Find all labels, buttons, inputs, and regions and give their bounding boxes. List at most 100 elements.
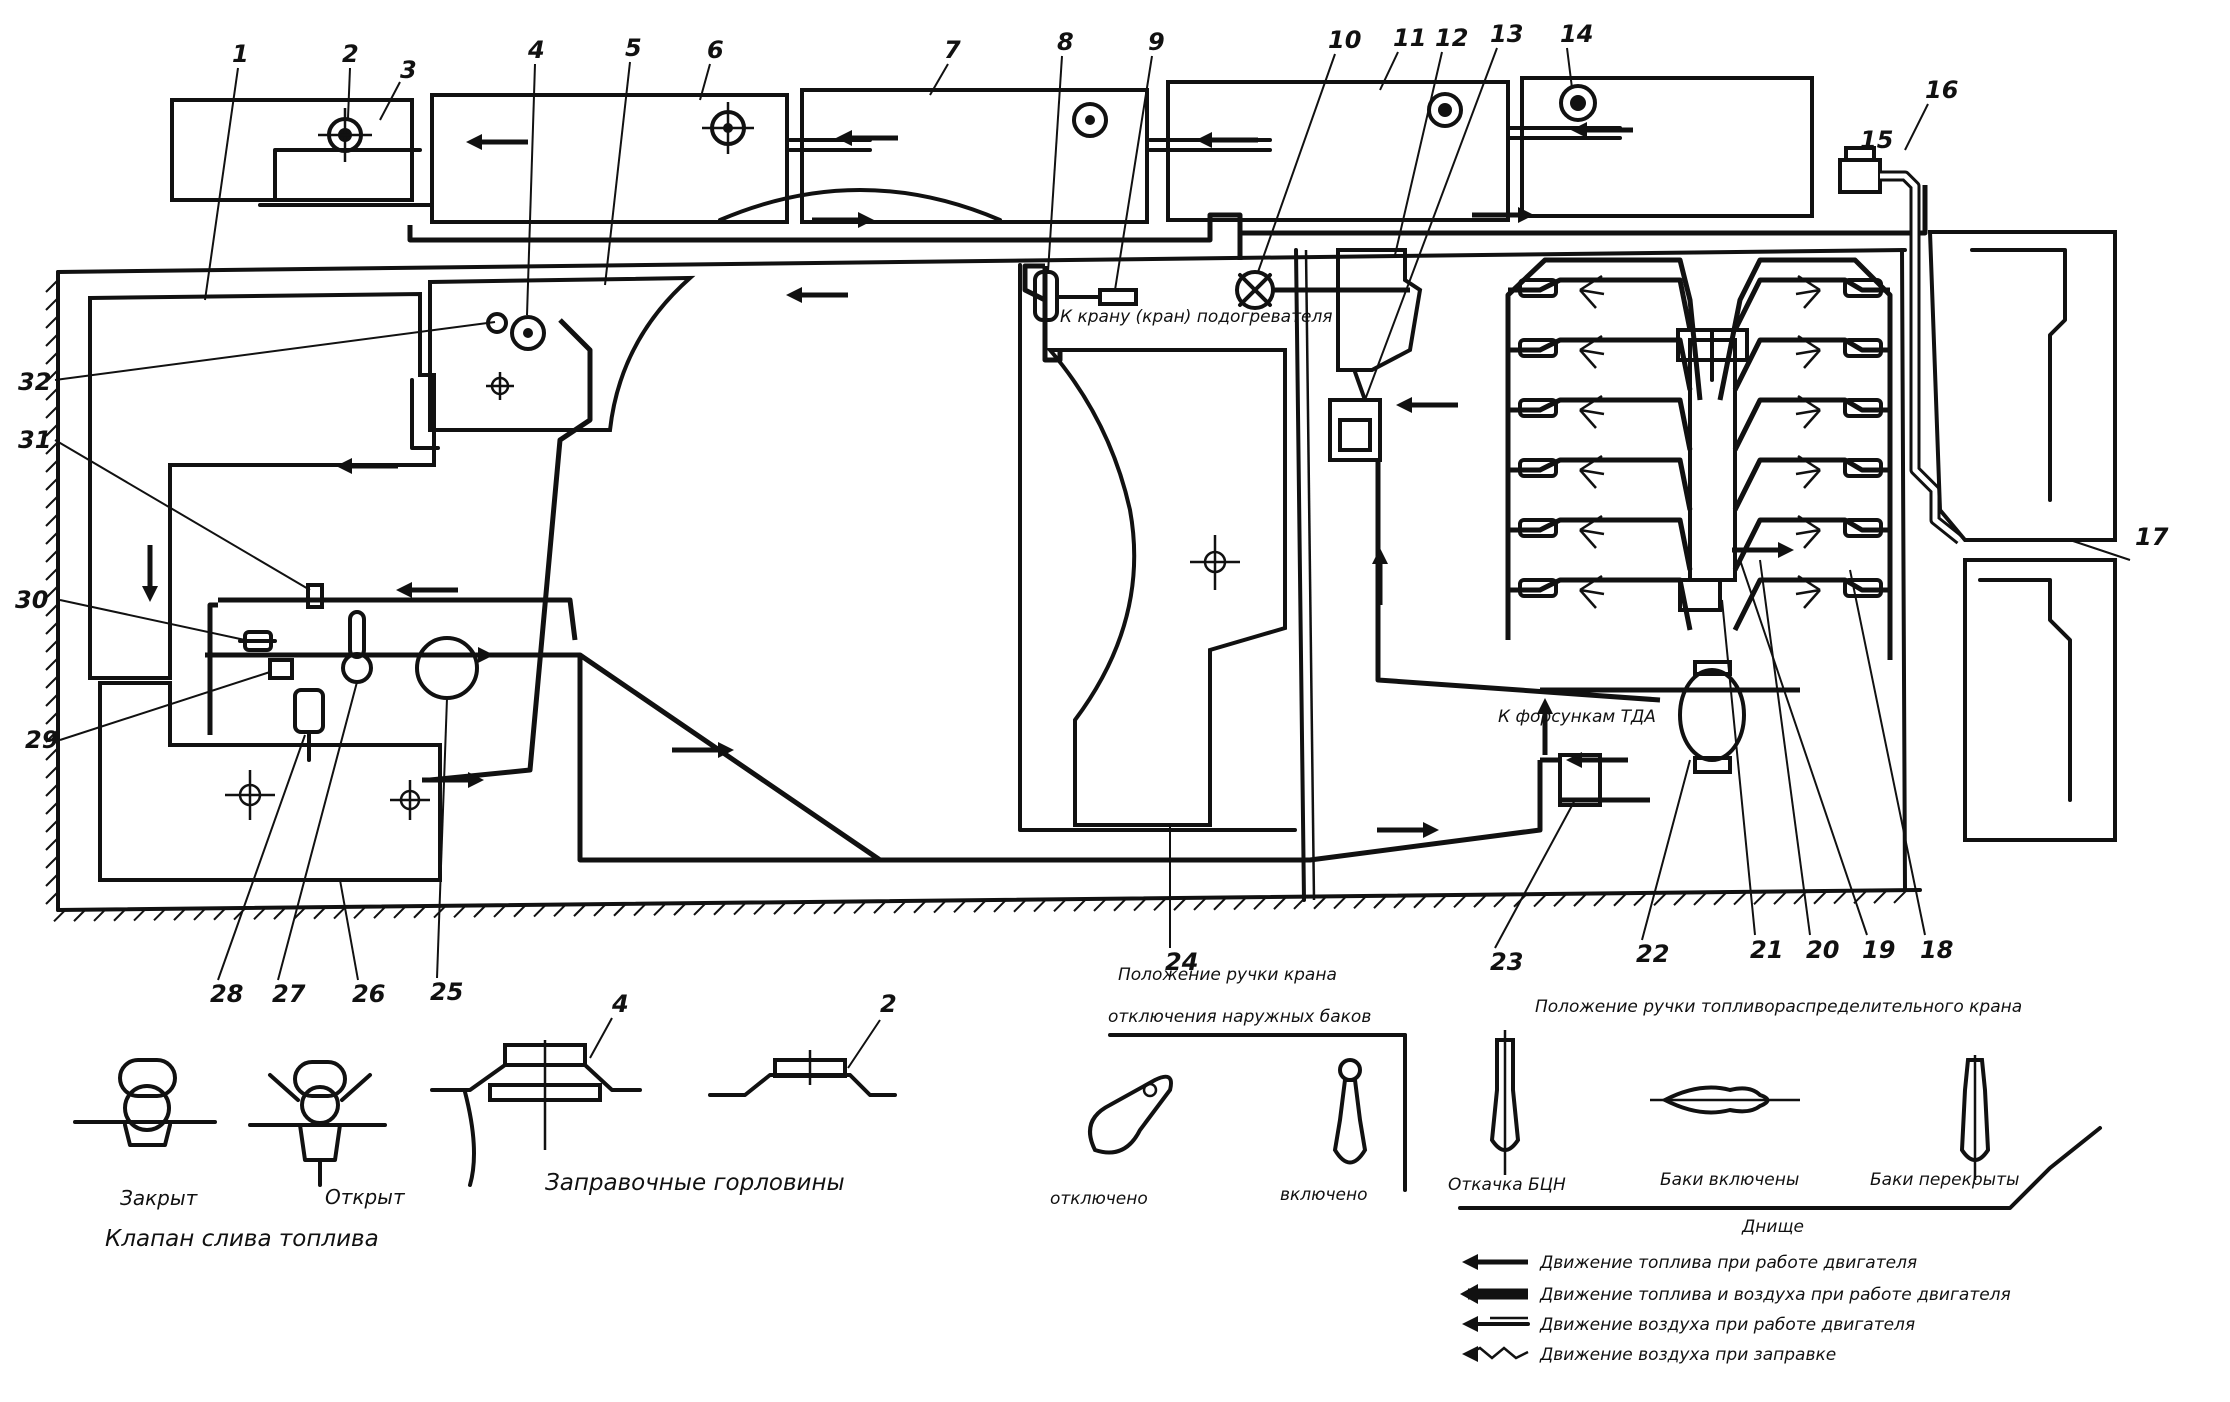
element-21-pump: [1678, 578, 1722, 612]
injector-right-4: [1732, 454, 1890, 512]
callout-24: 24: [1165, 948, 1198, 976]
fender-tank-6: [430, 93, 789, 224]
central-tank-24: [1045, 348, 1287, 827]
fender-tanks-row: [170, 76, 1814, 224]
injector-right-5: [1732, 514, 1890, 572]
injector-right-3: [1732, 394, 1890, 452]
external-tank-valve-panel: Положение ручки крана отключения наружны…: [1050, 965, 1407, 1209]
element-31-breather: [306, 583, 324, 609]
callout-6: 6: [707, 36, 724, 64]
valve-state-off-label: отключено: [1050, 1189, 1148, 1209]
callout-23: 23: [1490, 948, 1523, 976]
drain-valve-caption: Клапан слива топлива: [105, 1226, 379, 1252]
callout-1: 1: [232, 40, 249, 68]
callout-12: 12: [1435, 24, 1468, 52]
drain-valve-open-drawing: [248, 1060, 387, 1187]
legend-label-1: Движение топлива и воздуха при работе дв…: [1539, 1285, 2011, 1305]
flow-arrows: [142, 122, 1794, 838]
fender-tank-7: [800, 88, 1149, 224]
callout-numbers: 1 2 3 4 5 6 7 8 9 10 11 12 13 14 15 16 1…: [15, 20, 2169, 1008]
injector-left-3: [1508, 394, 1693, 451]
injector-right-2: [1732, 334, 1890, 392]
callout-8: 8: [1057, 28, 1074, 56]
central-tank-shell: [1018, 263, 1297, 832]
callout-25: 25: [430, 978, 463, 1006]
callout-18: 18: [1920, 936, 1953, 964]
callout-4: 4: [527, 36, 545, 64]
element-15-breather: [1838, 146, 1882, 194]
legend-item-air-refuel: Движение воздуха при заправке: [1462, 1345, 1836, 1365]
callout-20: 20: [1806, 936, 1839, 964]
flow-arrow: [1396, 397, 1458, 413]
filler-neck-callout-4: 4: [611, 990, 629, 1018]
element-12-fuel-tank: [1330, 248, 1423, 372]
element-27-manual-pump: [341, 610, 373, 684]
element-22-fuel-filter: [1678, 660, 1746, 774]
filler-neck-7: [1072, 102, 1108, 138]
callout-10: 10: [1328, 26, 1361, 54]
callout-27: 27: [272, 980, 306, 1008]
handle-tanks-on-label: Баки включены: [1660, 1170, 1799, 1190]
flow-arrow: [336, 458, 398, 474]
callout-2: 2: [342, 40, 359, 68]
floor-line: [1458, 1126, 2102, 1210]
filler-necks-detail: 4 2 Заправочные горловины: [430, 990, 897, 1196]
flow-arrow: [1472, 207, 1534, 223]
injector-left-5: [1508, 514, 1693, 571]
drain-valve-open-label: Открыт: [325, 1185, 406, 1209]
callout-31: 31: [18, 426, 51, 454]
callout-17: 17: [2135, 523, 2169, 551]
flow-arrow: [396, 582, 458, 598]
distributor-valve-panel: Положение ручки топливораспределительног…: [1448, 997, 2102, 1237]
legend-item-fuel: Движение топлива при работе двигателя: [1462, 1253, 1917, 1273]
element-13-hand-pump: [1328, 370, 1661, 703]
filler-neck-detail-1: [430, 1017, 642, 1187]
injector-left-4: [1508, 454, 1693, 511]
filler-neck-11: [1427, 92, 1463, 128]
callout-5: 5: [625, 34, 642, 62]
callout-11: 11: [1393, 24, 1426, 52]
legend-item-fuel-air: Движение топлива и воздуха при работе дв…: [1460, 1284, 2011, 1305]
flow-arrow: [1732, 542, 1794, 558]
flow-arrow: [1566, 752, 1628, 768]
injector-left-6: [1508, 574, 1693, 631]
element-9-branch: [1055, 288, 1138, 306]
valve-handle-on-drawing: [1332, 1058, 1368, 1165]
fender-tank-14: [1520, 76, 1814, 218]
legend-label-0: Движение топлива при работе двигателя: [1539, 1253, 1917, 1273]
flow-arrow: [466, 134, 528, 150]
leader-lines: [54, 47, 1929, 981]
internal-tank-26: [98, 681, 442, 882]
callout-19: 19: [1862, 936, 1895, 964]
flow-arrow: [1377, 822, 1439, 838]
element-30-valve: [238, 630, 277, 652]
callout-15: 15: [1860, 126, 1893, 154]
fender-arch: [718, 188, 1002, 222]
legend-item-air-engine: Движение воздуха при работе двигателя: [1462, 1315, 1915, 1335]
flow-arrow: [786, 287, 848, 303]
callout-3: 3: [400, 56, 417, 84]
flow-arrow-vertical: [142, 545, 158, 602]
top-collector-pipe: [407, 185, 1928, 243]
filler-necks-caption: Заправочные горловины: [545, 1170, 845, 1196]
legend-label-2: Движение воздуха при работе двигателя: [1539, 1315, 1915, 1335]
flow-arrow-vertical: [1537, 698, 1553, 755]
injector-left-2: [1508, 334, 1693, 391]
valve-handle-off-drawing: [1088, 1074, 1173, 1155]
flow-arrow-vertical: [1372, 548, 1388, 605]
callout-26: 26: [352, 980, 385, 1008]
callout-28: 28: [210, 980, 243, 1008]
element-29-tee: [268, 658, 294, 680]
handle-tanks-on-drawing: [1650, 1085, 1800, 1115]
element-25-air-cleaner-tank: [415, 636, 479, 700]
filler-neck-2: [318, 108, 372, 162]
handle-tanks-closed-drawing: [1959, 1055, 1991, 1180]
callout-9: 9: [1148, 28, 1165, 56]
internal-tank-1: [88, 291, 440, 680]
element-28-drain-cock: [293, 688, 325, 762]
callout-13: 13: [1490, 20, 1523, 48]
injector-right-1: [1732, 274, 1890, 332]
flow-arrow: [422, 772, 484, 788]
handle-tanks-closed-label: Баки перекрыты: [1870, 1170, 2019, 1190]
filler-neck-callout-2: 2: [880, 990, 897, 1018]
